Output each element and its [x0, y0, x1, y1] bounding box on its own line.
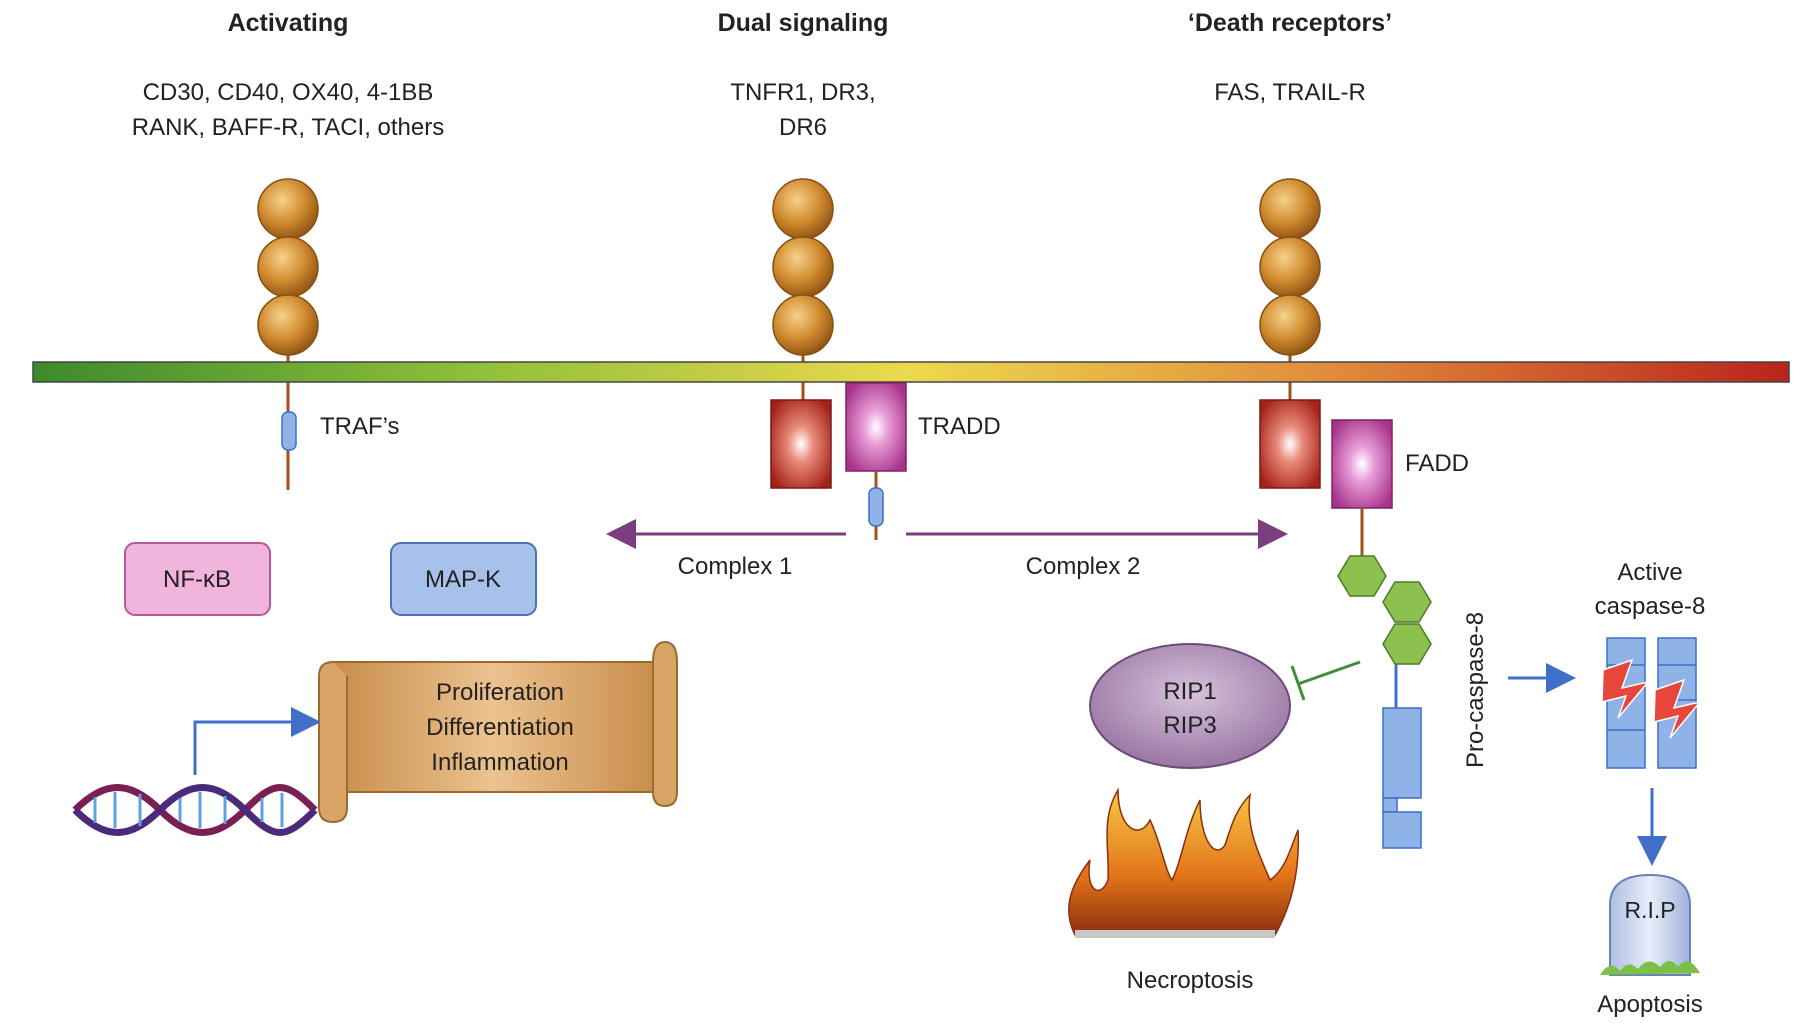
- complex-1-label: Complex 1: [678, 553, 793, 580]
- lightning-bolt-icon: [1601, 658, 1703, 739]
- mapk-label: MAP-K: [425, 566, 501, 593]
- active-caspase-8-icon: [1606, 637, 1697, 769]
- inhibition-bar: [1290, 665, 1306, 701]
- procaspase-8-icon: [1382, 707, 1422, 849]
- necroptosis-label: Necroptosis: [1127, 967, 1254, 994]
- scroll-icon: [318, 640, 678, 824]
- cell-membrane: [32, 361, 1790, 383]
- fadd-icon: [1331, 419, 1393, 509]
- traf-label: TRAF’s: [320, 413, 400, 440]
- dual-receptor-icon: [772, 178, 834, 356]
- dual-signaling-title: Dual signaling: [718, 9, 889, 37]
- apoptosis-label: Apoptosis: [1597, 991, 1702, 1018]
- procaspase-8-label: Pro-caspase-8: [1462, 612, 1489, 768]
- dna-helix-icon: [72, 784, 318, 836]
- rip1-label: RIP1: [1163, 678, 1216, 705]
- dual-members-line1: TNFR1, DR3,: [730, 79, 875, 106]
- nfkb-label: NF-κB: [163, 566, 231, 593]
- dual-death-domain-icon: [770, 399, 832, 489]
- activating-receptor-icon: [257, 178, 319, 356]
- scroll-line-differentiation: Differentiation: [426, 714, 574, 741]
- death-domain-icon: [1259, 399, 1321, 489]
- tombstone-label: R.I.P: [1624, 897, 1675, 923]
- fadd-label: FADD: [1405, 450, 1469, 477]
- active-caspase-label-line1: Active: [1617, 559, 1682, 586]
- nfkb-box: [124, 542, 271, 616]
- dual-members-line2: DR6: [779, 114, 827, 141]
- tombstone-icon: [1600, 873, 1700, 976]
- death-receptor-icon: [1259, 178, 1321, 356]
- tradd-traf-icon: [868, 487, 884, 527]
- traf-adaptor-icon: [281, 411, 297, 451]
- procaspase-dед-hexagons: [1337, 555, 1432, 665]
- activating-members-line1: CD30, CD40, OX40, 4-1BB: [143, 79, 434, 106]
- complex-2-label: Complex 2: [1026, 553, 1141, 580]
- scroll-line-proliferation: Proliferation: [436, 679, 564, 706]
- rip1-rip3-ellipse: [1089, 643, 1291, 769]
- flames-icon: [1068, 787, 1300, 938]
- rip3-label: RIP3: [1163, 712, 1216, 739]
- transcription-arrow: [193, 707, 321, 775]
- activating-members-line2: RANK, BAFF-R, TACI, others: [132, 114, 445, 141]
- activating-title: Activating: [228, 9, 349, 37]
- death-receptors-title: ‘Death receptors’: [1188, 9, 1392, 37]
- tradd-label: TRADD: [918, 413, 1001, 440]
- active-caspase-label-line2: caspase-8: [1595, 593, 1706, 620]
- tradd-icon: [845, 382, 907, 472]
- scroll-line-inflammation: Inflammation: [431, 749, 568, 776]
- mapk-box: [390, 542, 537, 616]
- death-members-line1: FAS, TRAIL-R: [1214, 79, 1366, 106]
- inhibition-line: [1297, 660, 1361, 686]
